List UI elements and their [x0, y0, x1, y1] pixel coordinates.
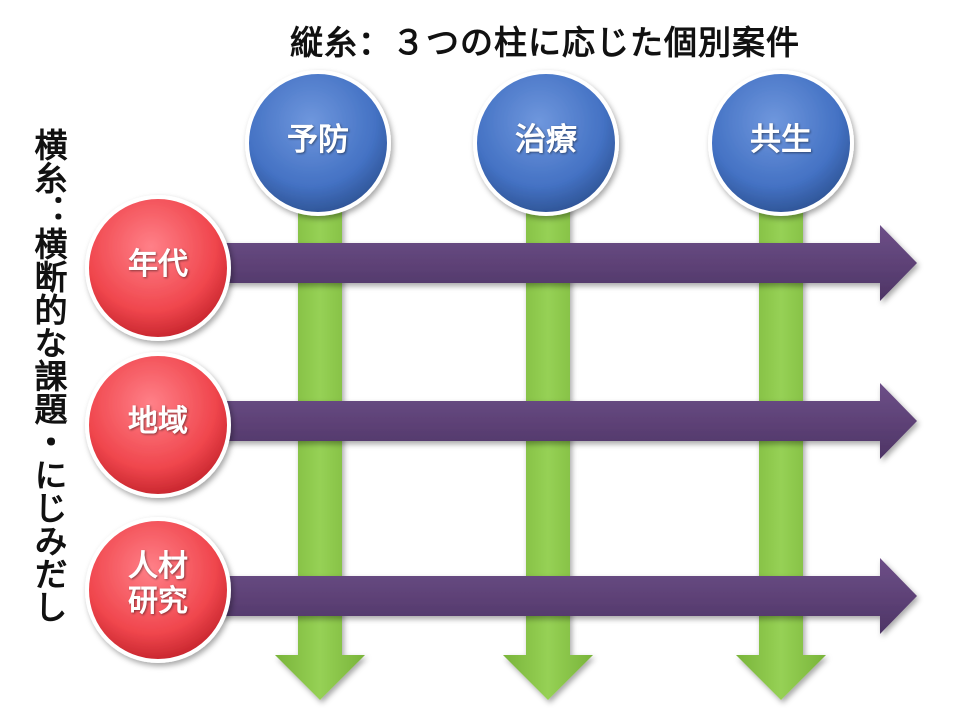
row-label-line: 地域 — [128, 404, 188, 439]
row-label-nendai: 年代 — [88, 247, 228, 283]
row-label-line: 人材 — [128, 549, 188, 584]
row-circle-jinzai-kenkyuu — [85, 517, 231, 663]
pillar-label-yobou: 予防 — [287, 122, 349, 158]
pillar-circle-kyousei — [708, 70, 854, 216]
pillar-label-chiryou: 治療 — [515, 122, 577, 158]
row-label-chiiki: 地域 — [88, 404, 228, 440]
vertical-arrow-yobou — [275, 185, 365, 700]
row-label-line: 年代 — [128, 247, 188, 282]
row-label-line: 研究 — [128, 583, 188, 619]
horizontal-arrow-chiiki — [200, 383, 917, 459]
horizontal-arrow-jinzai-kenkyuu — [200, 558, 917, 634]
top-title: 縦糸：３つの柱に応じた個別案件 — [290, 23, 800, 62]
row-circle-nendai — [85, 195, 231, 341]
pillar-label-kyousei: 共生 — [750, 122, 812, 158]
vertical-arrow-kyousei — [736, 185, 826, 700]
horizontal-arrow-nendai — [200, 225, 917, 301]
pillar-circle-chiryou — [473, 70, 619, 216]
pillar-circle-yobou — [245, 70, 391, 216]
row-label-jinzai-kenkyuu: 人材 研究 — [88, 549, 228, 619]
row-circle-chiiki — [85, 352, 231, 498]
side-title: 横糸：横断的な課題・にじみだし — [29, 128, 68, 623]
vertical-arrow-chiryou — [503, 185, 593, 700]
